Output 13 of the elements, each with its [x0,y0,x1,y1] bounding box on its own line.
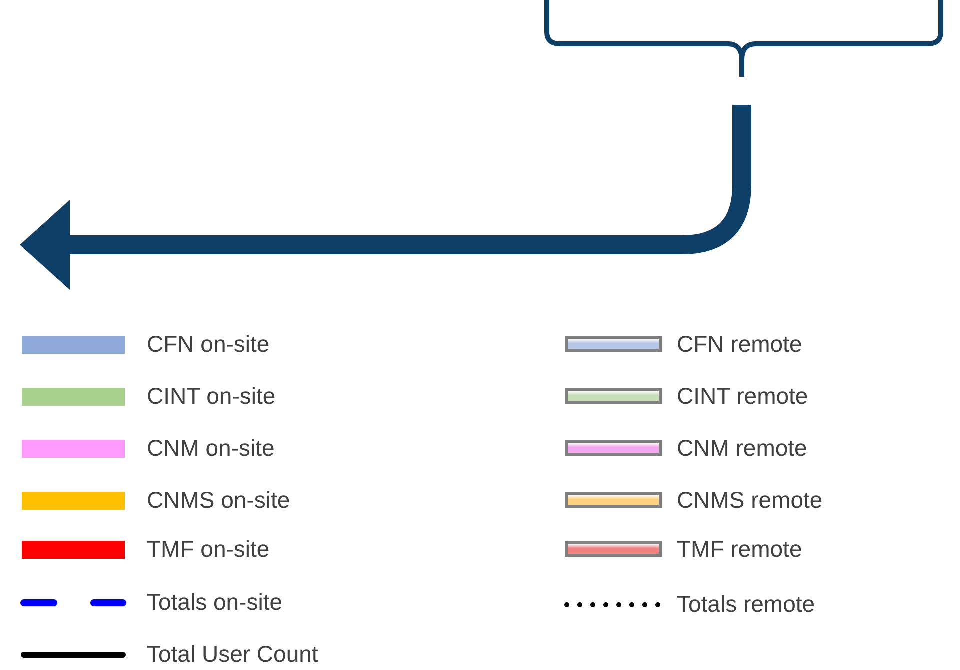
legend-label: TMF remote [677,535,802,563]
legend-label: Totals on-site [147,588,283,616]
legend-label: CINT remote [677,382,808,410]
legend-label: CINT on-site [147,382,276,410]
legend-label: Totals remote [677,590,816,618]
legend-label: CNMS remote [677,486,823,514]
legend-label: TMF on-site [147,535,270,563]
legend-label: Total User Count [147,640,318,668]
legend-label: CNM on-site [147,434,275,462]
legend-label: CFN remote [677,330,802,358]
legend-label: CNMS on-site [147,486,290,514]
legend-label: CNM remote [677,434,808,462]
legend-label: CFN on-site [147,330,270,358]
